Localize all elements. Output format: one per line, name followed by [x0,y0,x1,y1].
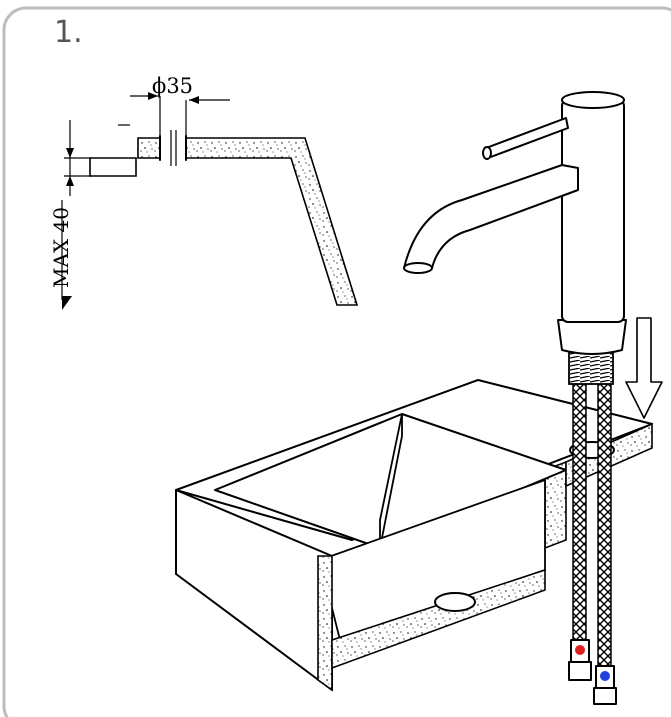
hot-water-marker-icon [575,645,585,655]
countertop-section-detail: ϕ35 MAX 40 [49,74,359,310]
step-number: 1. [54,15,83,50]
basin-illustration [175,379,653,692]
cold-water-marker-icon [600,671,610,681]
down-arrow-icon [625,317,663,419]
hot-water-fitting [568,639,592,681]
faucet-illustration [403,91,627,705]
cold-water-hose [597,369,612,671]
hole-diameter-label: ϕ35 [152,74,193,98]
cold-water-fitting [593,665,617,705]
step-frame [2,6,671,717]
hot-water-hose [572,369,587,671]
max-thickness-label: MAX 40 [49,207,73,288]
